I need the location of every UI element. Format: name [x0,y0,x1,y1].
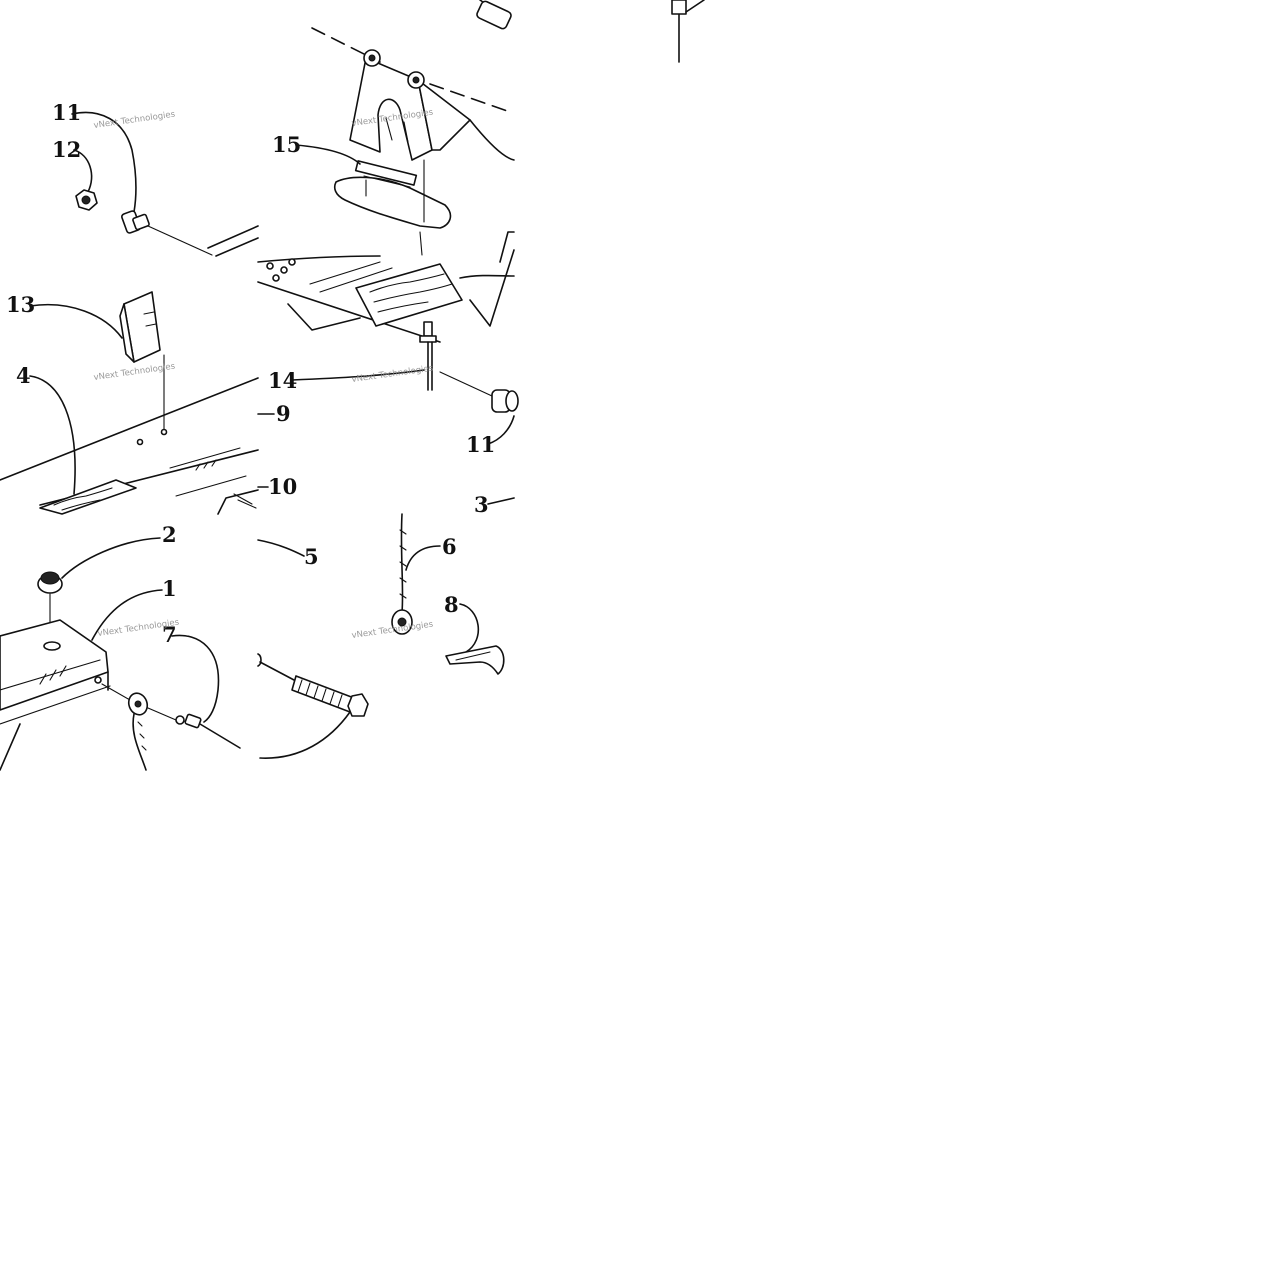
decal-4 [39,479,137,515]
bushing-11b [491,389,519,413]
callout-11: 11 [52,100,81,125]
tile-center [257,231,519,505]
callout-15: 15 [272,132,301,157]
bushing-11 [121,210,150,234]
clip-13 [119,291,161,363]
cotter-pin-8 [445,603,505,675]
pin-7 [175,713,241,749]
callout-14: 14 [268,368,297,393]
pin-fragment [671,0,705,63]
grommet-2 [37,571,63,594]
tile-top-left [71,111,259,257]
callout-6: 6 [442,534,457,559]
tile-bottom-middle [257,513,505,759]
callout-5: 5 [304,544,319,569]
callout-3: 3 [474,492,489,517]
cable-6 [391,513,413,635]
holes [266,258,296,282]
hex-bolt-5 [291,675,369,717]
callout-13: 13 [6,292,35,317]
tile-middle-left [0,291,259,515]
decal-plate [355,263,463,327]
callout-10: 10 [268,474,297,499]
callout-4: 4 [16,363,31,388]
tile-bottom-left [0,537,241,771]
rivet-14 [419,321,437,391]
hitch-bracket [349,49,515,161]
callout-1: 1 [162,576,177,601]
callout-12: 12 [52,137,81,162]
watermark-text: vNext Technologies [351,364,434,385]
frame-1 [0,619,111,771]
watermark-text: vNext Technologies [93,110,176,131]
callout-8: 8 [444,592,459,617]
tile-top-middle [295,0,515,256]
callout-7: 7 [162,622,177,647]
callout-11-lower: 11 [466,432,495,457]
callout-9: 9 [276,401,291,426]
cable-eyelet [127,692,149,771]
lock-nut-12 [75,189,98,211]
callout-labels: 11 12 15 13 4 14 9 11 10 3 2 5 6 1 7 8 [6,100,495,647]
backing-plate-15 [333,160,452,229]
callout-2: 2 [162,522,177,547]
